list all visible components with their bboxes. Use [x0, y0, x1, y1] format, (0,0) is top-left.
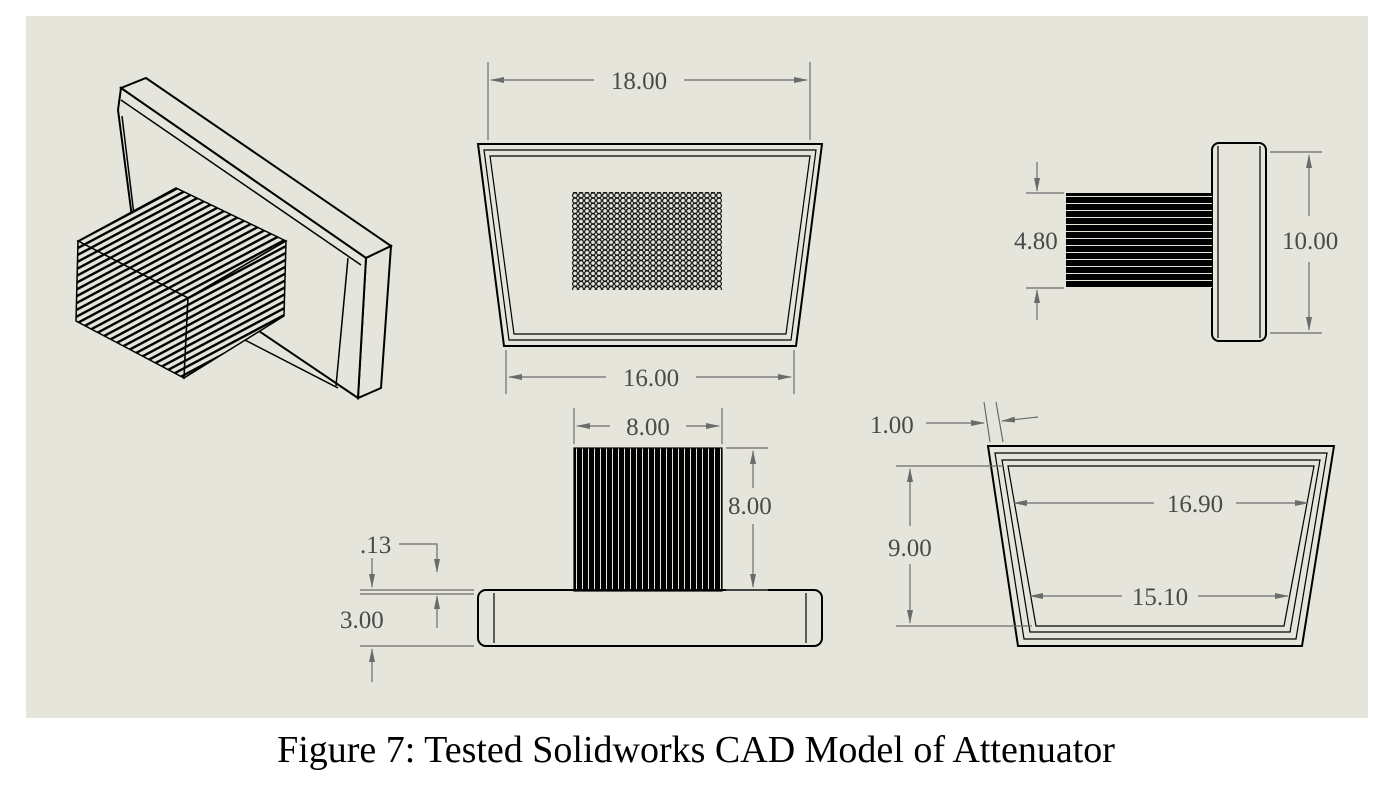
dim-back-height: 9.00 — [888, 535, 932, 562]
dim-side-frame-height: 10.00 — [1282, 228, 1338, 255]
side-view: 4.80 10.00 — [1014, 142, 1338, 342]
bottom-insert-fins — [573, 447, 723, 592]
dim-bottom-frame-depth: 3.00 — [340, 607, 384, 634]
dim-bottom-lip: .13 — [360, 532, 391, 559]
isometric-view — [75, 76, 393, 400]
dim-front-bottom-width: 16.00 — [623, 365, 679, 392]
bottom-view: 8.00 8.00 .13 3.00 — [340, 408, 823, 682]
dim-back-inner-top: 16.90 — [1167, 491, 1223, 518]
front-view: 18.00 16.00 — [476, 62, 824, 394]
front-mesh-pattern — [572, 192, 722, 290]
dim-front-top-width: 18.00 — [611, 68, 667, 95]
dim-back-wall: 1.00 — [870, 412, 914, 439]
dim-side-insert-height: 4.80 — [1014, 228, 1058, 255]
dim-back-inner-bottom: 15.10 — [1132, 584, 1188, 611]
dim-bottom-insert-depth: 8.00 — [728, 493, 772, 520]
side-insert-fins — [1066, 193, 1212, 288]
figure-caption: Figure 7: Tested Solidworks CAD Model of… — [277, 729, 1115, 771]
cad-drawing-sheet: 18.00 16.00 4.80 10.00 8 — [26, 16, 1368, 718]
dim-bottom-insert-width: 8.00 — [626, 414, 670, 441]
back-view: 1.00 9.00 16.90 15.10 — [870, 401, 1336, 647]
